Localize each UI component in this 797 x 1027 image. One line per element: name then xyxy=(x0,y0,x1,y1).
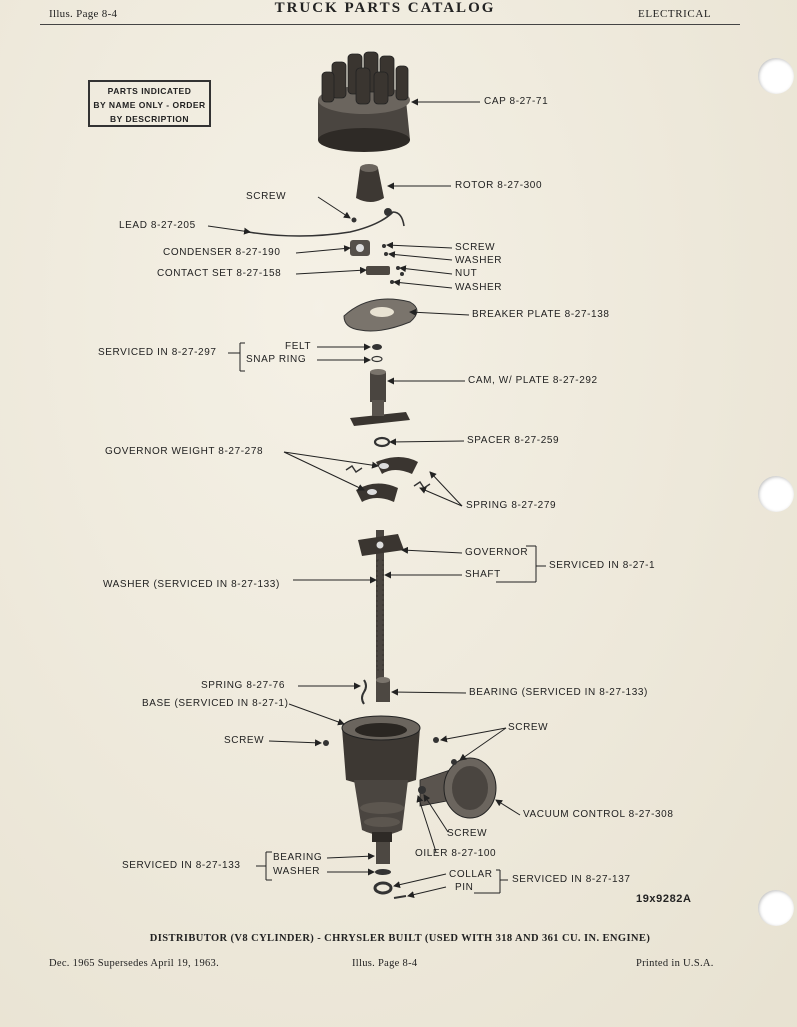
label-nut: NUT xyxy=(455,268,478,279)
footer-page-ref: Illus. Page 8-4 xyxy=(352,958,418,969)
felt-illustration xyxy=(372,344,382,350)
lower-washer-illustration xyxy=(375,869,391,875)
label-cap: CAP 8-27-71 xyxy=(484,96,549,107)
label-snap-ring: SNAP RING xyxy=(246,354,307,365)
label-oiler: OILER 8-27-100 xyxy=(415,848,497,859)
label-pin: PIN xyxy=(455,882,474,893)
vacuum-control-illustration xyxy=(419,757,497,819)
note-line-3: BY DESCRIPTION xyxy=(109,114,190,124)
leader-lines xyxy=(207,98,521,899)
bearing-illustration xyxy=(376,677,390,702)
label-screw-vac: SCREW xyxy=(508,722,549,733)
governor-weights-illustration xyxy=(345,457,431,502)
label-felt: FELT xyxy=(285,341,312,352)
note-line-1: PARTS INDICATED xyxy=(107,86,192,96)
screw-small-illustration xyxy=(351,217,357,223)
label-rotor: ROTOR 8-27-300 xyxy=(455,180,543,191)
catalog-title: TRUCK PARTS CATALOG xyxy=(274,0,496,16)
pin-illustration xyxy=(393,895,407,899)
contact-set-illustration xyxy=(366,244,404,284)
oiler-illustration xyxy=(418,786,426,794)
binder-hole-middle xyxy=(758,476,794,512)
label-contact-set: CONTACT SET 8-27-158 xyxy=(157,268,282,279)
lead-wire-illustration xyxy=(247,211,405,237)
cam-illustration xyxy=(350,369,410,426)
label-washer-right-2: WASHER xyxy=(455,282,503,293)
label-condenser: CONDENSER 8-27-190 xyxy=(163,247,281,258)
label-bearing-133: BEARING (SERVICED IN 8-27-133) xyxy=(469,687,648,698)
header-page-ref: Illus. Page 8-4 xyxy=(49,8,118,20)
label-screw-top: SCREW xyxy=(246,191,287,202)
footer-printed: Printed in U.S.A. xyxy=(636,958,714,969)
snap-ring-illustration xyxy=(371,355,383,363)
label-base: BASE (SERVICED IN 8-27-1) xyxy=(142,698,289,709)
label-governor-weight: GOVERNOR WEIGHT 8-27-278 xyxy=(105,446,264,457)
base-illustration xyxy=(341,715,421,842)
condenser-illustration xyxy=(350,240,370,256)
label-serviced-137: SERVICED IN 8-27-137 xyxy=(512,874,631,885)
label-governor: GOVERNOR xyxy=(465,547,529,558)
label-bearing: BEARING xyxy=(273,852,323,863)
label-collar: COLLAR xyxy=(449,869,493,880)
label-vacuum-control: VACUUM CONTROL 8-27-308 xyxy=(523,809,674,820)
screw-left-illustration xyxy=(323,740,329,746)
order-note-box: PARTS INDICATED BY NAME ONLY - ORDER BY … xyxy=(88,80,211,127)
label-screw-bottom: SCREW xyxy=(447,828,488,839)
header-rule xyxy=(40,24,740,25)
figure-caption: DISTRIBUTOR (V8 CYLINDER) - CHRYSLER BUI… xyxy=(149,933,651,944)
label-spacer: SPACER 8-27-259 xyxy=(467,435,560,446)
binder-hole-top xyxy=(758,58,794,94)
collar-illustration xyxy=(373,881,393,895)
label-spring-279: SPRING 8-27-279 xyxy=(466,500,557,511)
group-brackets xyxy=(228,342,546,894)
screw-vac-illustration xyxy=(433,737,439,743)
label-screw-right: SCREW xyxy=(455,242,496,253)
label-spring-76: SPRING 8-27-76 xyxy=(201,680,285,691)
spacer-illustration xyxy=(373,436,391,448)
note-line-2: BY NAME ONLY - ORDER xyxy=(93,100,206,110)
rotor-illustration xyxy=(356,164,384,202)
footer-date: Dec. 1965 Supersedes April 19, 1963. xyxy=(49,958,220,969)
label-washer-right: WASHER xyxy=(455,255,503,266)
figure-number: 19x9282A xyxy=(636,893,692,905)
label-washer-bottom: WASHER xyxy=(273,866,321,877)
label-washer-133: WASHER (SERVICED IN 8-27-133) xyxy=(103,579,280,590)
label-breaker-plate: BREAKER PLATE 8-27-138 xyxy=(472,309,610,320)
breaker-plate-illustration xyxy=(343,298,418,332)
binder-hole-bottom xyxy=(758,890,794,926)
governor-shaft-illustration xyxy=(358,530,404,680)
label-cam: CAM, W/ PLATE 8-27-292 xyxy=(468,375,598,386)
label-screw-left: SCREW xyxy=(224,735,265,746)
label-shaft: SHAFT xyxy=(465,569,501,580)
label-serviced-133: SERVICED IN 8-27-133 xyxy=(122,860,241,871)
cap-illustration xyxy=(318,51,410,152)
label-lead: LEAD 8-27-205 xyxy=(119,220,196,231)
spring-76-illustration xyxy=(361,679,367,705)
label-serviced-297: SERVICED IN 8-27-297 xyxy=(98,347,217,358)
section-name: ELECTRICAL xyxy=(638,8,712,20)
lower-bearing-illustration xyxy=(376,842,390,864)
label-serviced-1: SERVICED IN 8-27-1 xyxy=(549,560,656,571)
